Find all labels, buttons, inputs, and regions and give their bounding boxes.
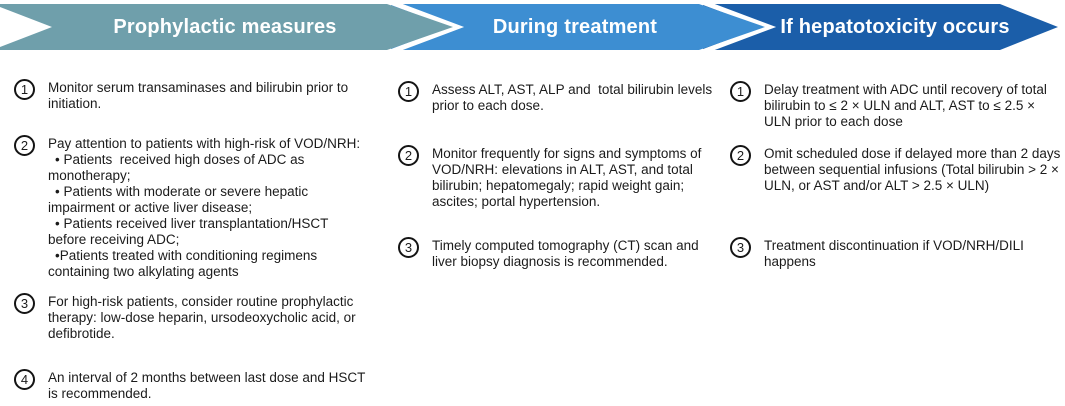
list-item: 2 Pay attention to patients with high-ri… <box>14 135 368 280</box>
step-number: 2 <box>736 148 745 163</box>
step-number: 3 <box>736 240 745 255</box>
step-number-circle: 3 <box>398 237 419 258</box>
chevron-notch-icon <box>0 7 52 47</box>
list-item: 3 For high-risk patients, consider routi… <box>14 293 374 342</box>
step-number-circle: 3 <box>730 237 751 258</box>
step-text: Treatment discontinuation if VOD/NRH/DIL… <box>764 238 1028 269</box>
arrow-segment-2 <box>391 4 765 50</box>
step-number: 3 <box>20 296 29 311</box>
step-text: Monitor serum transaminases and bilirubi… <box>48 80 352 111</box>
step-number-circle: 1 <box>398 81 419 102</box>
bullet-item: •Patients treated with conditioning regi… <box>48 248 321 279</box>
step-number-circle: 2 <box>14 135 35 156</box>
header-prophylactic-measures: Prophylactic measures <box>113 15 337 38</box>
chevron-separator-2 <box>696 0 777 56</box>
step-number-circle: 1 <box>730 81 751 102</box>
step-number: 4 <box>20 372 29 387</box>
list-item: 2 Monitor frequently for signs and sympt… <box>398 145 724 210</box>
step-text: Assess ALT, AST, ALP and total bilirubin… <box>432 82 716 113</box>
step-number: 3 <box>404 240 413 255</box>
step-number-circle: 2 <box>398 145 419 166</box>
list-item: 3 Timely computed tomography (CT) scan a… <box>398 237 724 270</box>
list-item: 1 Assess ALT, AST, ALP and total bilirub… <box>398 81 724 114</box>
list-item: 2 Omit scheduled dose if delayed more th… <box>730 145 1065 194</box>
step-text: Delay treatment with ADC until recovery … <box>764 82 1051 129</box>
step-number-circle: 2 <box>730 145 751 166</box>
list-item: 4 An interval of 2 months between last d… <box>14 369 369 402</box>
step-number: 1 <box>20 82 29 97</box>
arrow-segment-1 <box>0 4 453 50</box>
bullet-item: • Patients received liver transplantatio… <box>48 216 332 247</box>
arrow-segment-3 <box>703 4 1058 50</box>
step-text: Monitor frequently for signs and symptom… <box>432 146 706 209</box>
list-item: 1 Delay treatment with ADC until recover… <box>730 81 1065 130</box>
list-item: 1 Monitor serum transaminases and biliru… <box>14 79 368 112</box>
process-arrow-band <box>0 0 1058 56</box>
step-text: Omit scheduled dose if delayed more than… <box>764 146 1065 193</box>
list-item: 3 Treatment discontinuation if VOD/NRH/D… <box>730 237 1065 270</box>
step-text: Pay attention to patients with high-risk… <box>48 136 361 151</box>
step-number-circle: 4 <box>14 369 35 390</box>
header-if-hepatotoxicity-occurs: If hepatotoxicity occurs <box>780 15 1010 38</box>
step-number-circle: 1 <box>14 79 35 100</box>
step-number: 2 <box>20 138 29 153</box>
bullet-item: • Patients with moderate or severe hepat… <box>48 184 312 215</box>
step-text: For high-risk patients, consider routine… <box>48 294 360 341</box>
step-number: 1 <box>404 84 413 99</box>
step-text: An interval of 2 months between last dos… <box>48 370 369 401</box>
bullet-item: • Patients received high doses of ADC as… <box>48 152 309 183</box>
header-during-treatment: During treatment <box>492 15 658 38</box>
step-number: 1 <box>736 84 745 99</box>
step-number: 2 <box>404 148 413 163</box>
step-text: Timely computed tomography (CT) scan and… <box>432 238 703 269</box>
step-number-circle: 3 <box>14 293 35 314</box>
chevron-separator-1 <box>384 0 465 56</box>
